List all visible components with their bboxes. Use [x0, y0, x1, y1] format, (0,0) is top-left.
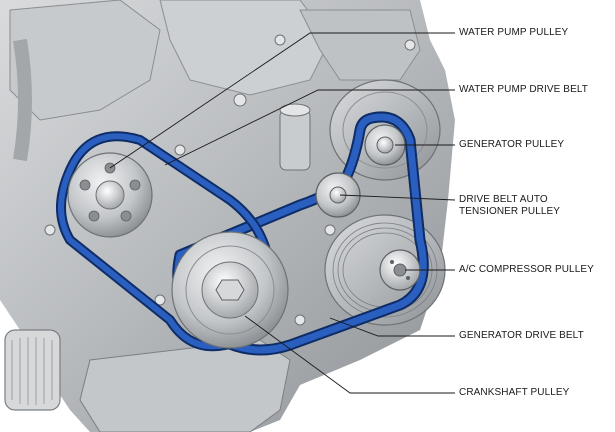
leader-water-pump-pulley: [109, 32, 455, 169]
leader-lines: [109, 32, 456, 394]
leader-tensioner-pulley: [339, 194, 456, 201]
label-water-pump-pulley: WATER PUMP PULLEY: [459, 27, 569, 38]
label-generator-pulley: GENERATOR PULLEY: [459, 139, 565, 150]
generator-pulley: [364, 124, 406, 166]
label-water-pump-drive-belt: WATER PUMP DRIVE BELT: [459, 84, 588, 95]
leader-water-pump-drive-belt: [164, 89, 455, 166]
drive-belt-auto-tensioner-pulley: [315, 172, 361, 218]
water-pump-pulley: [67, 152, 153, 238]
crankshaft-pulley: [171, 231, 289, 349]
label-generator-drive-belt: GENERATOR DRIVE BELT: [459, 330, 584, 341]
label-drive-belt-auto-tensioner-pulley: DRIVE BELT AUTO TENSIONER PULLEY: [459, 194, 561, 217]
label-ac-compressor-pulley: A/C COMPRESSOR PULLEY: [459, 264, 594, 275]
leader-generator-drive-belt: [329, 317, 455, 337]
ac-compressor-pulley: [379, 249, 421, 291]
tensioner-housing: [279, 103, 311, 171]
leader-crankshaft-pulley: [244, 315, 455, 394]
label-crankshaft-pulley: CRANKSHAFT PULLEY: [459, 387, 570, 398]
